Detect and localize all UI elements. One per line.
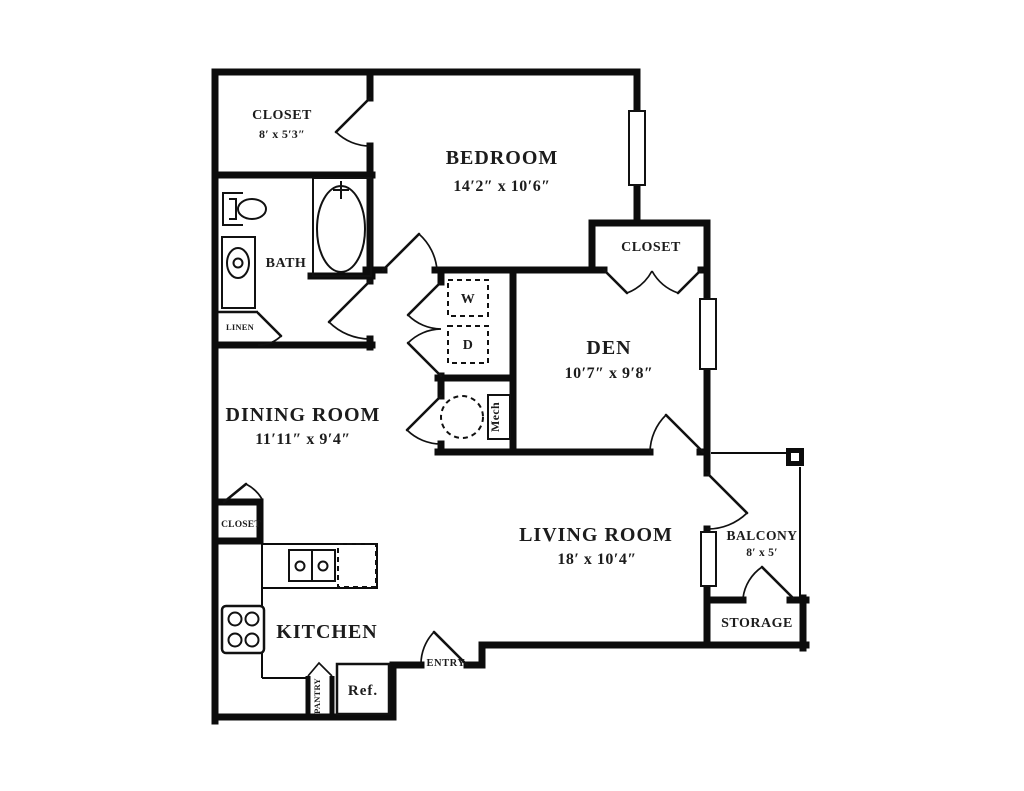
closet-tl-label: CLOSET bbox=[252, 108, 312, 123]
living-room-window bbox=[700, 531, 717, 587]
mech-label: Mech bbox=[488, 402, 502, 432]
bath-label: BATH bbox=[266, 256, 307, 271]
dishwasher-box bbox=[337, 543, 377, 588]
den-door bbox=[664, 413, 705, 454]
dining-room-dims: 11′11″ x 9′4″ bbox=[255, 431, 350, 448]
washer-label: W bbox=[461, 292, 476, 307]
dining-room-label: DINING ROOM bbox=[226, 404, 381, 426]
pantry-walls bbox=[305, 676, 335, 714]
bedroom-closet-label: CLOSET bbox=[621, 240, 681, 255]
kitchen-label: KITCHEN bbox=[276, 621, 377, 643]
bedroom-closet-doors bbox=[602, 268, 703, 295]
closet-tl-dims: 8′ x 5′3″ bbox=[259, 127, 305, 141]
balcony-dims: 8′ x 5′ bbox=[746, 547, 778, 559]
laundry-bifold-doors bbox=[406, 280, 443, 378]
mech-label-box bbox=[487, 394, 511, 440]
fixtures bbox=[218, 177, 511, 716]
closet-tl-door bbox=[334, 96, 372, 134]
balcony-outline bbox=[711, 448, 804, 597]
windows bbox=[628, 110, 717, 587]
linen-label: LINEN bbox=[226, 322, 255, 332]
balcony-label: BALCONY bbox=[726, 528, 797, 543]
dining-closet-label: CLOSET bbox=[221, 520, 261, 530]
stove-icon bbox=[220, 604, 266, 655]
dryer-box bbox=[447, 325, 489, 364]
dryer-label: D bbox=[463, 338, 474, 353]
entry-door bbox=[432, 630, 469, 667]
water-heater-icon bbox=[440, 395, 484, 439]
pantry-label: PANTRY bbox=[312, 678, 322, 714]
den-dims: 10′7″ x 9′8″ bbox=[565, 365, 654, 382]
labels: CLOSET 8′ x 5′3″ BEDROOM 14′2″ x 10′6″ B… bbox=[221, 108, 797, 714]
toilet-icon bbox=[221, 236, 256, 309]
doors bbox=[222, 96, 795, 677]
bedroom-label: BEDROOM bbox=[446, 147, 559, 169]
bedroom-window bbox=[628, 110, 646, 186]
bathtub-icon bbox=[312, 177, 372, 277]
den-label: DEN bbox=[586, 337, 631, 359]
living-room-label: LIVING ROOM bbox=[519, 524, 673, 546]
linen-door bbox=[256, 311, 283, 338]
pantry-door bbox=[307, 661, 333, 677]
mech-door bbox=[405, 394, 443, 432]
dining-closet-door bbox=[222, 482, 248, 504]
bedroom-door bbox=[381, 232, 421, 272]
vanity-sink-icon bbox=[222, 192, 267, 226]
walls bbox=[211, 68, 810, 725]
kitchen-counter bbox=[261, 543, 378, 679]
bath-door bbox=[327, 279, 372, 324]
storage-door bbox=[760, 565, 795, 600]
entry-label: ENTRY bbox=[427, 658, 466, 669]
living-room-dims: 18′ x 10′4″ bbox=[557, 551, 636, 568]
washer-box bbox=[447, 279, 489, 317]
refrigerator-box bbox=[335, 662, 391, 716]
den-window bbox=[699, 298, 717, 370]
bedroom-dims: 14′2″ x 10′6″ bbox=[453, 178, 550, 195]
refrigerator-label: Ref. bbox=[348, 683, 378, 699]
storage-label: STORAGE bbox=[721, 616, 793, 631]
kitchen-sink-icon bbox=[288, 549, 336, 582]
balcony-door bbox=[705, 471, 749, 515]
